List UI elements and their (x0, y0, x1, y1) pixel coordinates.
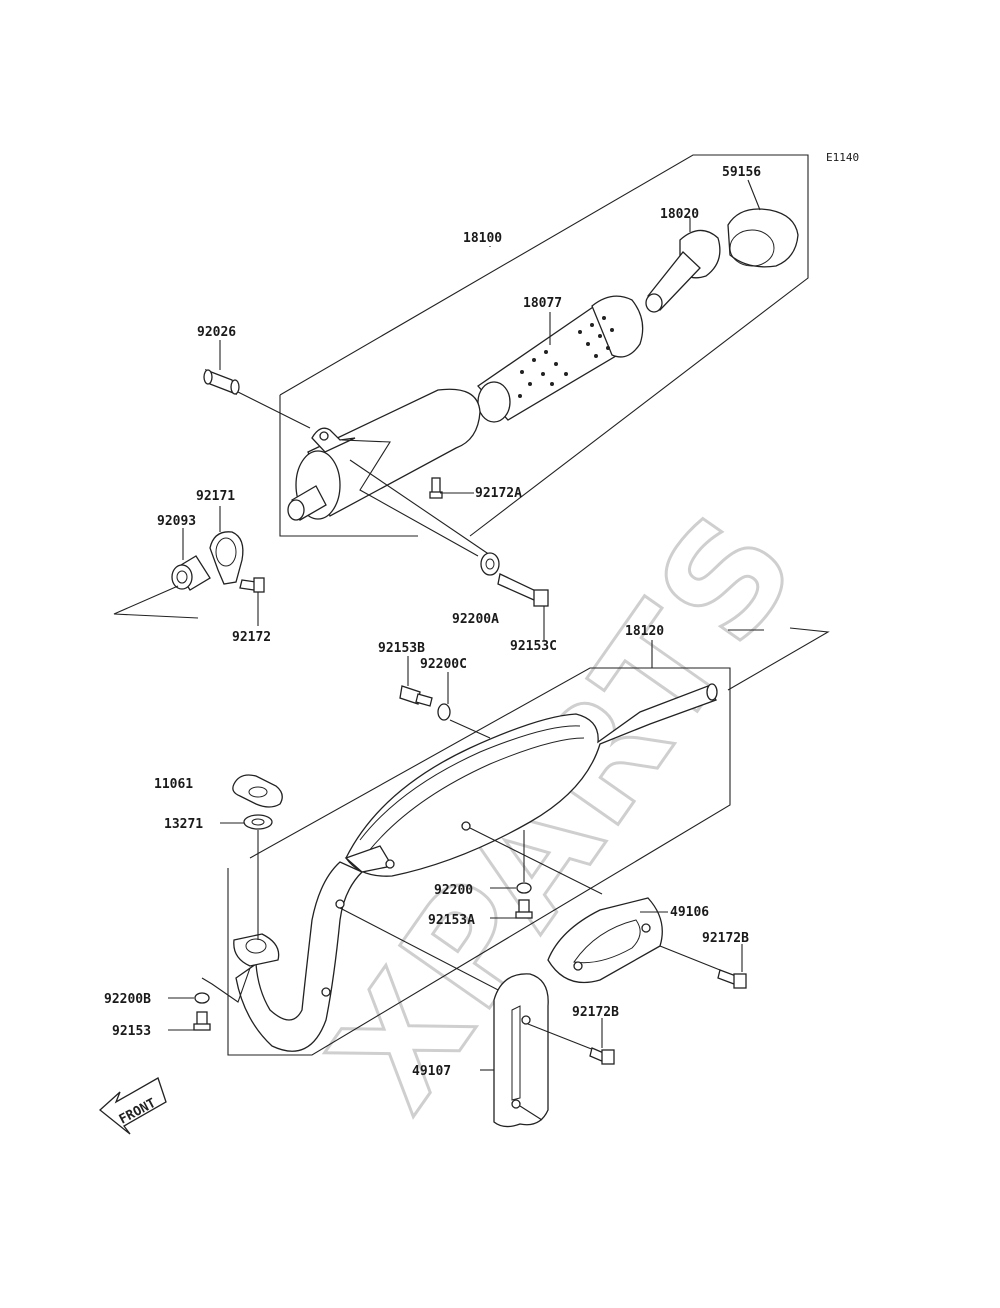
part-49106-heat-guard (547, 897, 721, 984)
label-49106: 49106 (670, 905, 709, 920)
part-head-pipe (233, 861, 364, 1052)
label-92172B-upper: 92172B (702, 931, 749, 946)
part-59156-end-cap (727, 179, 799, 268)
part-92172A-bolt (429, 477, 474, 499)
label-92200B: 92200B (104, 992, 151, 1007)
part-49107-heat-guard (480, 973, 595, 1128)
label-92200A: 92200A (452, 612, 499, 627)
label-92026: 92026 (197, 325, 236, 340)
label-92153B: 92153B (378, 641, 425, 656)
watermark-text: XPARTS (299, 480, 833, 1139)
label-18120: 18120 (625, 624, 664, 639)
expansion-chamber-frame (227, 627, 830, 1056)
label-92153A: 92153A (428, 913, 475, 928)
watermark: XPARTS (297, 479, 834, 1141)
label-11061: 11061 (154, 777, 193, 792)
part-92153A-bolt (490, 899, 533, 919)
part-92200B-washer (168, 992, 210, 1004)
label-92153: 92153 (112, 1024, 151, 1039)
part-92026-bushing (203, 340, 311, 429)
part-92200-washer (490, 830, 532, 894)
label-92200C: 92200C (420, 657, 467, 672)
label-92093: 92093 (157, 514, 196, 529)
label-92172: 92172 (232, 630, 271, 645)
label-18077: 18077 (523, 296, 562, 311)
part-18120-expansion-chamber (344, 683, 718, 877)
part-18077-perforated-core (477, 295, 644, 423)
label-18020: 18020 (660, 207, 699, 222)
label-92172B-lower: 92172B (572, 1005, 619, 1020)
label-59156: 59156 (722, 165, 761, 180)
muffler-assembly-frame (279, 154, 809, 537)
label-92172A: 92172A (475, 486, 522, 501)
part-92172B-bolt-lower (589, 1018, 615, 1065)
label-92153C: 92153C (510, 639, 557, 654)
part-11061-gasket (232, 774, 283, 808)
part-92172B-bolt-upper (717, 944, 747, 989)
label-13271: 13271 (164, 817, 203, 832)
label-92200: 92200 (434, 883, 473, 898)
label-92171: 92171 (196, 489, 235, 504)
part-muffler-body (287, 388, 481, 521)
label-18100: 18100 (463, 231, 502, 246)
part-18020-tail-pipe (645, 218, 721, 313)
part-92200C-washer (437, 672, 491, 739)
part-92171-clamp (209, 506, 244, 585)
part-92200A-washer (480, 552, 500, 576)
part-92153-bolt (168, 1011, 211, 1031)
label-49107: 49107 (412, 1064, 451, 1079)
part-92153B-bolt (399, 656, 433, 707)
diagram-code: E1140 (826, 151, 859, 164)
front-direction-arrow: FRONT (98, 1077, 167, 1135)
part-92093-grommet (171, 528, 211, 591)
part-13271-seal (220, 814, 273, 940)
part-92153C-bolt (497, 573, 549, 640)
part-92172-bolt (239, 577, 265, 626)
